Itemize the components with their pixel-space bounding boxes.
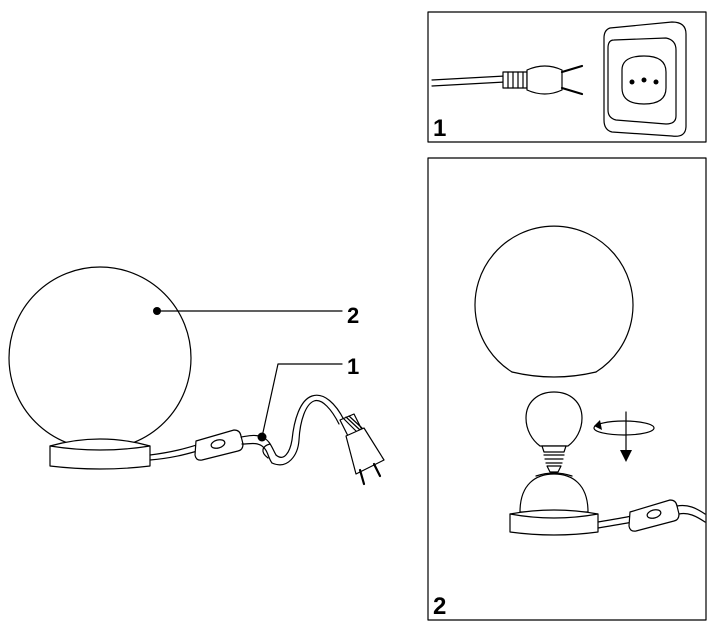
callout-number-globe: 2 bbox=[347, 303, 359, 328]
callout-number-cord: 1 bbox=[347, 354, 359, 379]
power-cord bbox=[149, 394, 385, 486]
lamp-base bbox=[49, 438, 151, 470]
glass-globe bbox=[8, 266, 192, 450]
inline-switch-step-2 bbox=[628, 499, 680, 532]
lamp-overview: 2 1 bbox=[8, 266, 385, 486]
step-number-1: 1 bbox=[433, 115, 446, 142]
screw-in-arrow-icon bbox=[593, 411, 655, 462]
light-bulb bbox=[525, 391, 583, 473]
wall-socket bbox=[603, 21, 687, 137]
plug-step-1 bbox=[502, 64, 584, 96]
panel-plug-in: 1 bbox=[427, 11, 707, 143]
step-number-2: 2 bbox=[433, 593, 446, 620]
globe-step-2 bbox=[474, 225, 634, 373]
lamp-holder bbox=[509, 472, 599, 536]
power-cord-step-2 bbox=[597, 499, 706, 532]
panel-bulb-install: 2 bbox=[427, 157, 707, 621]
plug bbox=[339, 413, 385, 486]
inline-switch bbox=[194, 429, 244, 461]
leader-line-cord bbox=[261, 363, 343, 438]
